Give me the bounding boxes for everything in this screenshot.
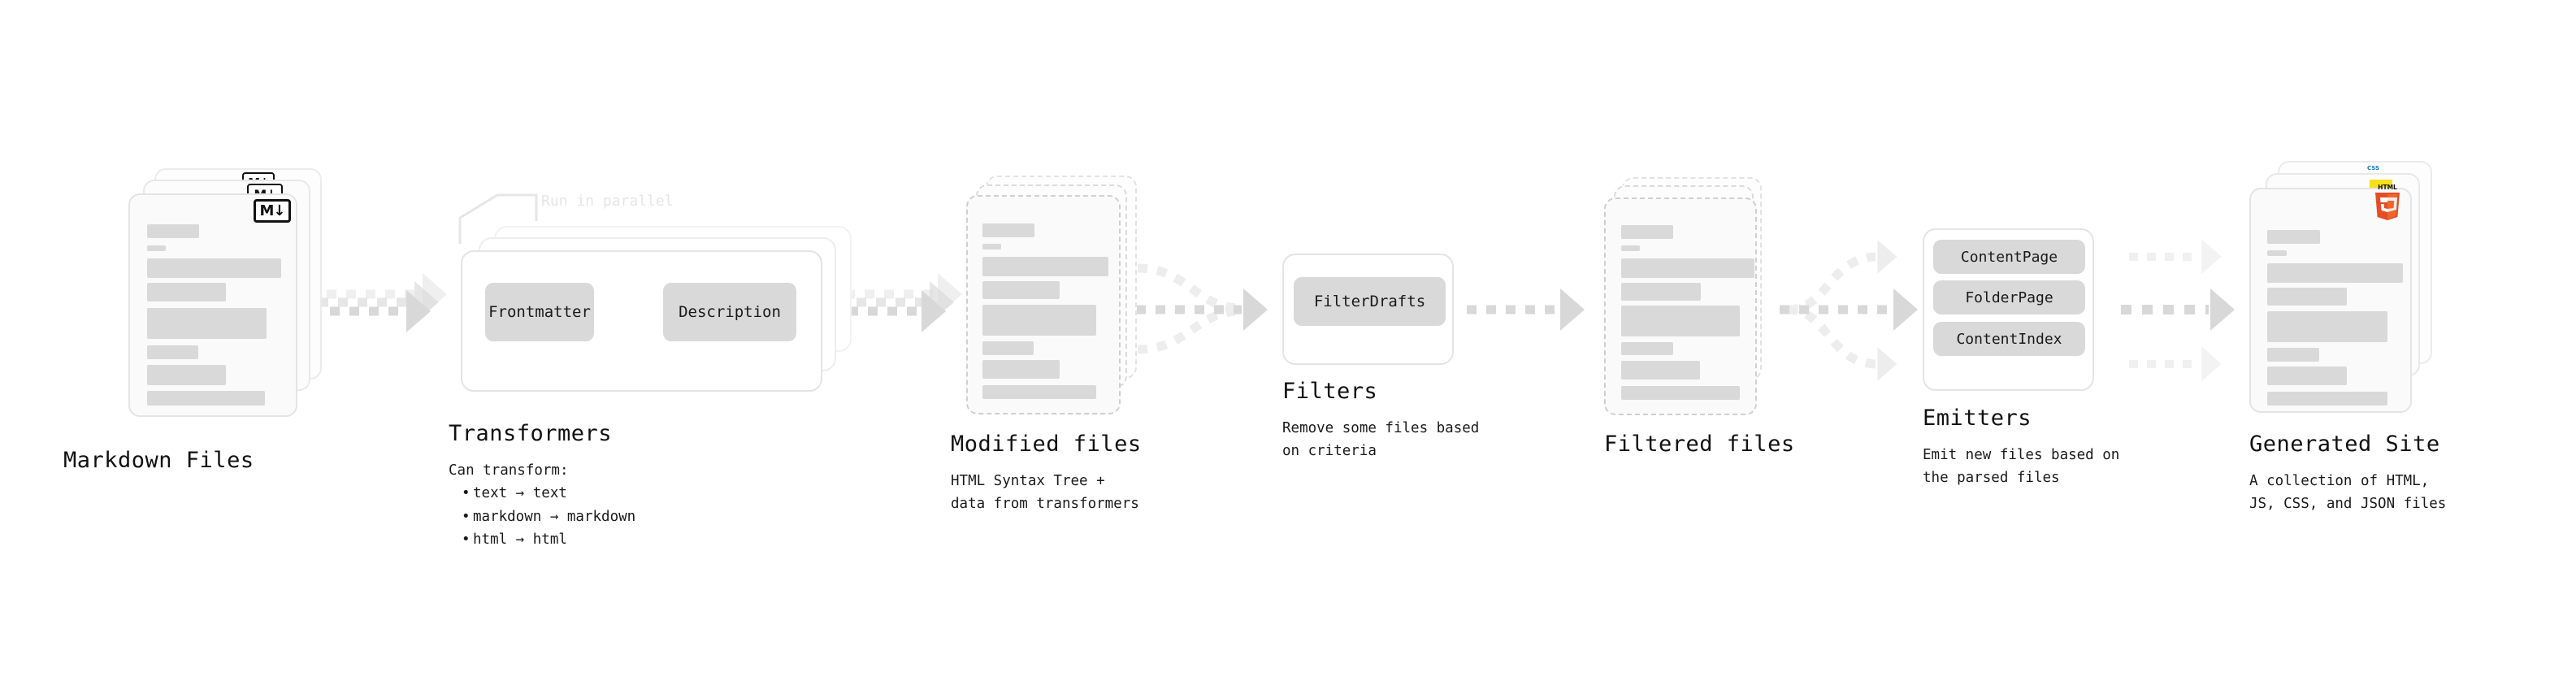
doc-line [1621, 386, 1740, 400]
doc-line [1621, 342, 1673, 355]
doc-line [982, 360, 1060, 379]
doc-line [1621, 225, 1673, 239]
stage-title-transformers: Transformers [449, 421, 613, 446]
doc-line [147, 245, 166, 251]
doc-line [982, 281, 1060, 299]
emitter-node-contentpage[interactable]: ContentPage [1933, 240, 2085, 274]
transformer-node-frontmatter[interactable]: Frontmatter [485, 283, 594, 341]
stage-title-markdown-files: Markdown Files [63, 448, 254, 473]
doc-line [2267, 367, 2347, 385]
doc-line [982, 223, 1034, 237]
doc-line [147, 224, 199, 238]
doc-line [2267, 250, 2287, 256]
doc-line [982, 257, 1108, 276]
filter-node-filterdrafts[interactable]: FilterDrafts [1294, 277, 1446, 326]
emitter-node-folderpage[interactable]: FolderPage [1933, 280, 2085, 314]
emitter-node-contentindex[interactable]: ContentIndex [1933, 322, 2085, 356]
bullet-item: markdown → markdown [462, 505, 635, 529]
doc-line [2267, 348, 2319, 362]
filtered-card-front [1604, 197, 1757, 415]
html5-icon: HTML [2372, 182, 2403, 224]
doc-line [2267, 263, 2403, 283]
doc-line [1621, 245, 1640, 251]
arrow-filtered-to-emitters [1780, 240, 1918, 381]
doc-line [2267, 311, 2387, 342]
doc-line [1621, 283, 1701, 301]
doc-line [982, 305, 1096, 336]
arrow-filters-to-filtered [1467, 288, 1585, 331]
stage-title-filtered-files: Filtered files [1604, 432, 1795, 457]
doc-line [982, 341, 1034, 355]
svg-text:HTML: HTML [2378, 184, 2397, 191]
stage-title-generated-site: Generated Site [2249, 432, 2440, 457]
arrow-markdown-to-transformers [310, 273, 447, 332]
markdown-card-front [128, 193, 297, 417]
run-in-parallel-label: Run in parallel [541, 193, 674, 210]
doc-line [147, 391, 265, 406]
doc-line [147, 283, 226, 301]
doc-line [2267, 392, 2387, 406]
arrow-emitters-to-site [2121, 239, 2235, 382]
doc-line [1621, 258, 1754, 278]
bullet-item: text → text [462, 482, 635, 505]
transformers-bullets: Can transform: text → text markdown → ma… [449, 459, 635, 552]
doc-line [2267, 288, 2347, 306]
stage-subtitle-modified-files: HTML Syntax Tree + data from transformer… [951, 473, 1139, 513]
doc-line [147, 365, 226, 385]
doc-line [147, 345, 198, 359]
bullet-item: html → html [462, 528, 635, 552]
stage-subtitle-generated-site: A collection of HTML, JS, CSS, and JSON … [2249, 473, 2447, 513]
doc-line [147, 258, 281, 278]
doc-line [2267, 230, 2320, 244]
markdown-icon: M↓ [254, 199, 291, 223]
transformer-node-description[interactable]: Description [663, 283, 796, 341]
doc-line [982, 244, 1001, 249]
doc-line [147, 308, 267, 339]
doc-line [982, 385, 1096, 399]
css3-icon-label: CSS [2367, 165, 2380, 171]
arrow-modified-to-filters [1136, 263, 1268, 354]
stage-subtitle-filters: Remove some files based on criteria [1282, 420, 1480, 460]
stage-subtitle-emitters: Emit new files based on the parsed files [1923, 447, 2120, 487]
stage-title-emitters: Emitters [1923, 406, 2032, 431]
site-card-front [2249, 188, 2412, 413]
stage-title-filters: Filters [1282, 379, 1378, 404]
stage-title-modified-files: Modified files [951, 432, 1142, 457]
modified-card-front [966, 195, 1121, 414]
bullets-header: Can transform: [449, 462, 569, 479]
doc-line [1621, 361, 1700, 380]
doc-line [1621, 306, 1740, 336]
